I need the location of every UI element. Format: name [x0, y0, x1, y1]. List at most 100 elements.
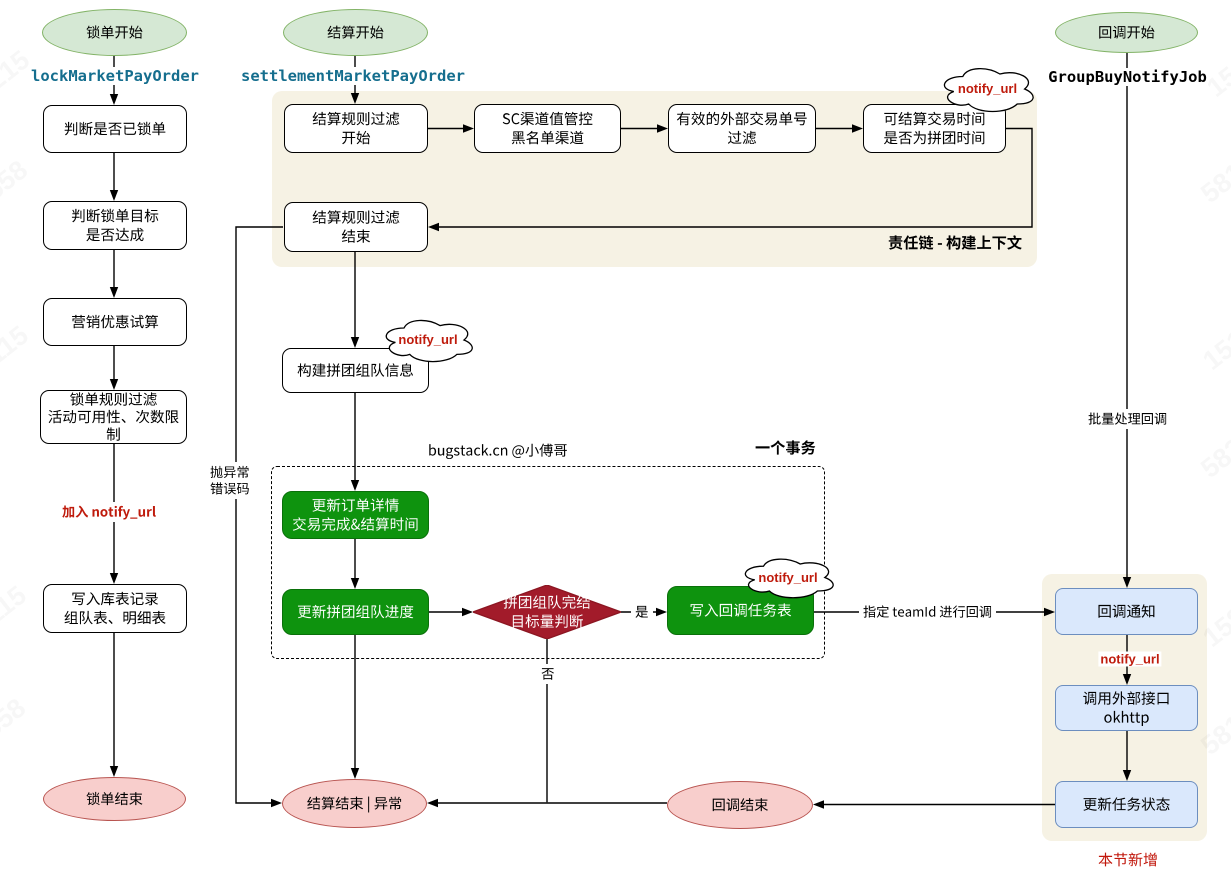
node-label-glyphs: [312, 111, 399, 144]
node-label-glyphs: [292, 498, 418, 531]
node-settle-start: 结算开始: [283, 9, 428, 56]
node-label-glyphs: [63, 591, 166, 624]
arrowhead: [350, 578, 360, 589]
label-glyphs: [1088, 412, 1167, 425]
label-glyphs: [1098, 852, 1157, 867]
cloud-shape: [943, 68, 1034, 113]
node-update-order: 更新订单详情 交易完成&结算时间: [282, 491, 429, 539]
node-label-glyphs: [71, 208, 158, 241]
label-yes: 是: [631, 602, 653, 622]
notify-url-label: notify_url: [957, 80, 1018, 96]
arrowhead: [109, 379, 119, 390]
node-label-glyphs: [712, 797, 768, 811]
cloud-build-team-callout: notify_url: [380, 316, 476, 364]
node-label-glyphs: [64, 121, 165, 135]
cloud-settle-time-callout: notify_url: [938, 64, 1037, 114]
arrowhead: [109, 766, 119, 777]
arrowhead: [463, 124, 474, 133]
arrowhead: [813, 800, 824, 809]
cloud-shape: [744, 558, 834, 599]
arrowhead: [109, 287, 119, 298]
label-glyphs: [755, 439, 816, 455]
node-label-glyphs: [327, 25, 384, 39]
node-label-glyphs: [883, 111, 984, 144]
label-settle-method: settlementMarketPayOrder: [239, 67, 467, 85]
node-sc-channel: SC渠道值管控 黑名单渠道: [474, 104, 621, 153]
arrowhead: [109, 94, 119, 105]
label-batch: 批量处理回调: [1084, 408, 1172, 429]
arrowhead: [427, 798, 438, 808]
label-glyphs: [635, 605, 649, 618]
label-notify-url-mid: notify_url: [1098, 651, 1162, 666]
label-notify-job: GroupBuyNotifyJob: [1046, 67, 1209, 86]
node-settle-time: 可结算交易时间 是否为拼团时间: [863, 104, 1006, 153]
node-call-api: 调用外部接口 okhttp: [1055, 685, 1198, 731]
label-chain: 责任链 - 构建上下文: [884, 232, 1026, 254]
node-settle-end: 结算结束 | 异常: [282, 779, 427, 828]
node-notify-start: 回调开始: [1055, 12, 1198, 53]
label-glyphs: [429, 443, 568, 459]
label-glyphs: [863, 604, 992, 618]
node-label-glyphs: [1083, 797, 1170, 811]
label-glyphs: [888, 235, 1022, 250]
node-label-glyphs: [86, 25, 143, 39]
node-notify-end: 回调结束: [667, 781, 813, 829]
node-label-glyphs: [502, 111, 592, 144]
arrowhead: [1122, 770, 1132, 781]
node-label-glyphs: [297, 604, 414, 618]
node-label-glyphs: [71, 314, 158, 328]
node-write-tables: 写入库表记录 组队表、明细表: [43, 584, 187, 633]
arrowhead: [428, 222, 439, 232]
label-join-notify: 加入 notify_url: [58, 502, 160, 522]
node-label-glyphs: [306, 796, 401, 813]
node-label-glyphs: [297, 362, 413, 377]
arrowhead: [350, 768, 360, 779]
arrowhead: [852, 124, 863, 133]
node-label-glyphs: [676, 111, 807, 144]
cloud-shape: [385, 319, 473, 363]
node-notify-send: 回调通知: [1055, 588, 1198, 635]
connector-line: [438, 127, 1033, 228]
label-glyphs: [210, 465, 249, 494]
notify-url-label: notify_url: [398, 331, 458, 347]
arrowhead: [350, 93, 360, 104]
arrowhead: [1122, 577, 1132, 588]
label-transaction: 一个事务: [751, 437, 820, 459]
label-throw-error: 抛异常 错误码: [205, 461, 254, 499]
connector-line: [235, 226, 283, 804]
node-filter-start: 结算规则过滤 开始: [284, 104, 428, 153]
notify-url-label: notify_url: [758, 569, 818, 585]
arrowhead: [656, 607, 667, 617]
label-glyphs: [62, 505, 156, 520]
arrowhead: [350, 480, 360, 491]
node-lock-start: 锁单开始: [42, 9, 187, 56]
node-label-glyphs: [47, 391, 179, 441]
arrowhead: [109, 573, 119, 584]
node-label-glyphs: [690, 603, 791, 617]
arrowhead: [271, 798, 282, 808]
arrowhead: [109, 190, 119, 201]
cloud-write-task-callout: notify_url: [739, 555, 837, 600]
node-update-team: 更新拼团组队进度: [282, 589, 429, 635]
node-check-locked: 判断是否已锁单: [43, 105, 187, 153]
node-update-task: 更新任务状态: [1055, 781, 1198, 828]
label-assign-team: 指定 teamId 进行回调: [859, 601, 997, 622]
node-label-glyphs: [1098, 25, 1155, 39]
label-new-section: 本节新增: [1094, 849, 1162, 871]
arrowhead: [657, 124, 668, 133]
arrowhead: [462, 607, 473, 617]
node-trial-calc: 营销优惠试算: [43, 298, 187, 346]
arrowhead: [350, 337, 360, 348]
label-no: 否: [537, 664, 559, 684]
label-lock-method: lockMarketPayOrder: [29, 67, 201, 85]
diamond-shape: [473, 585, 621, 639]
node-label-glyphs: [86, 791, 143, 805]
arrowhead: [1044, 607, 1055, 617]
node-lock-rules: 锁单规则过滤 活动可用性、次数限 制: [40, 390, 187, 444]
node-filter-end: 结算规则过滤 结束: [284, 202, 428, 252]
node-label-glyphs: [1098, 604, 1155, 618]
node-label-glyphs: [312, 209, 399, 243]
node-lock-end: 锁单结束: [43, 777, 186, 821]
